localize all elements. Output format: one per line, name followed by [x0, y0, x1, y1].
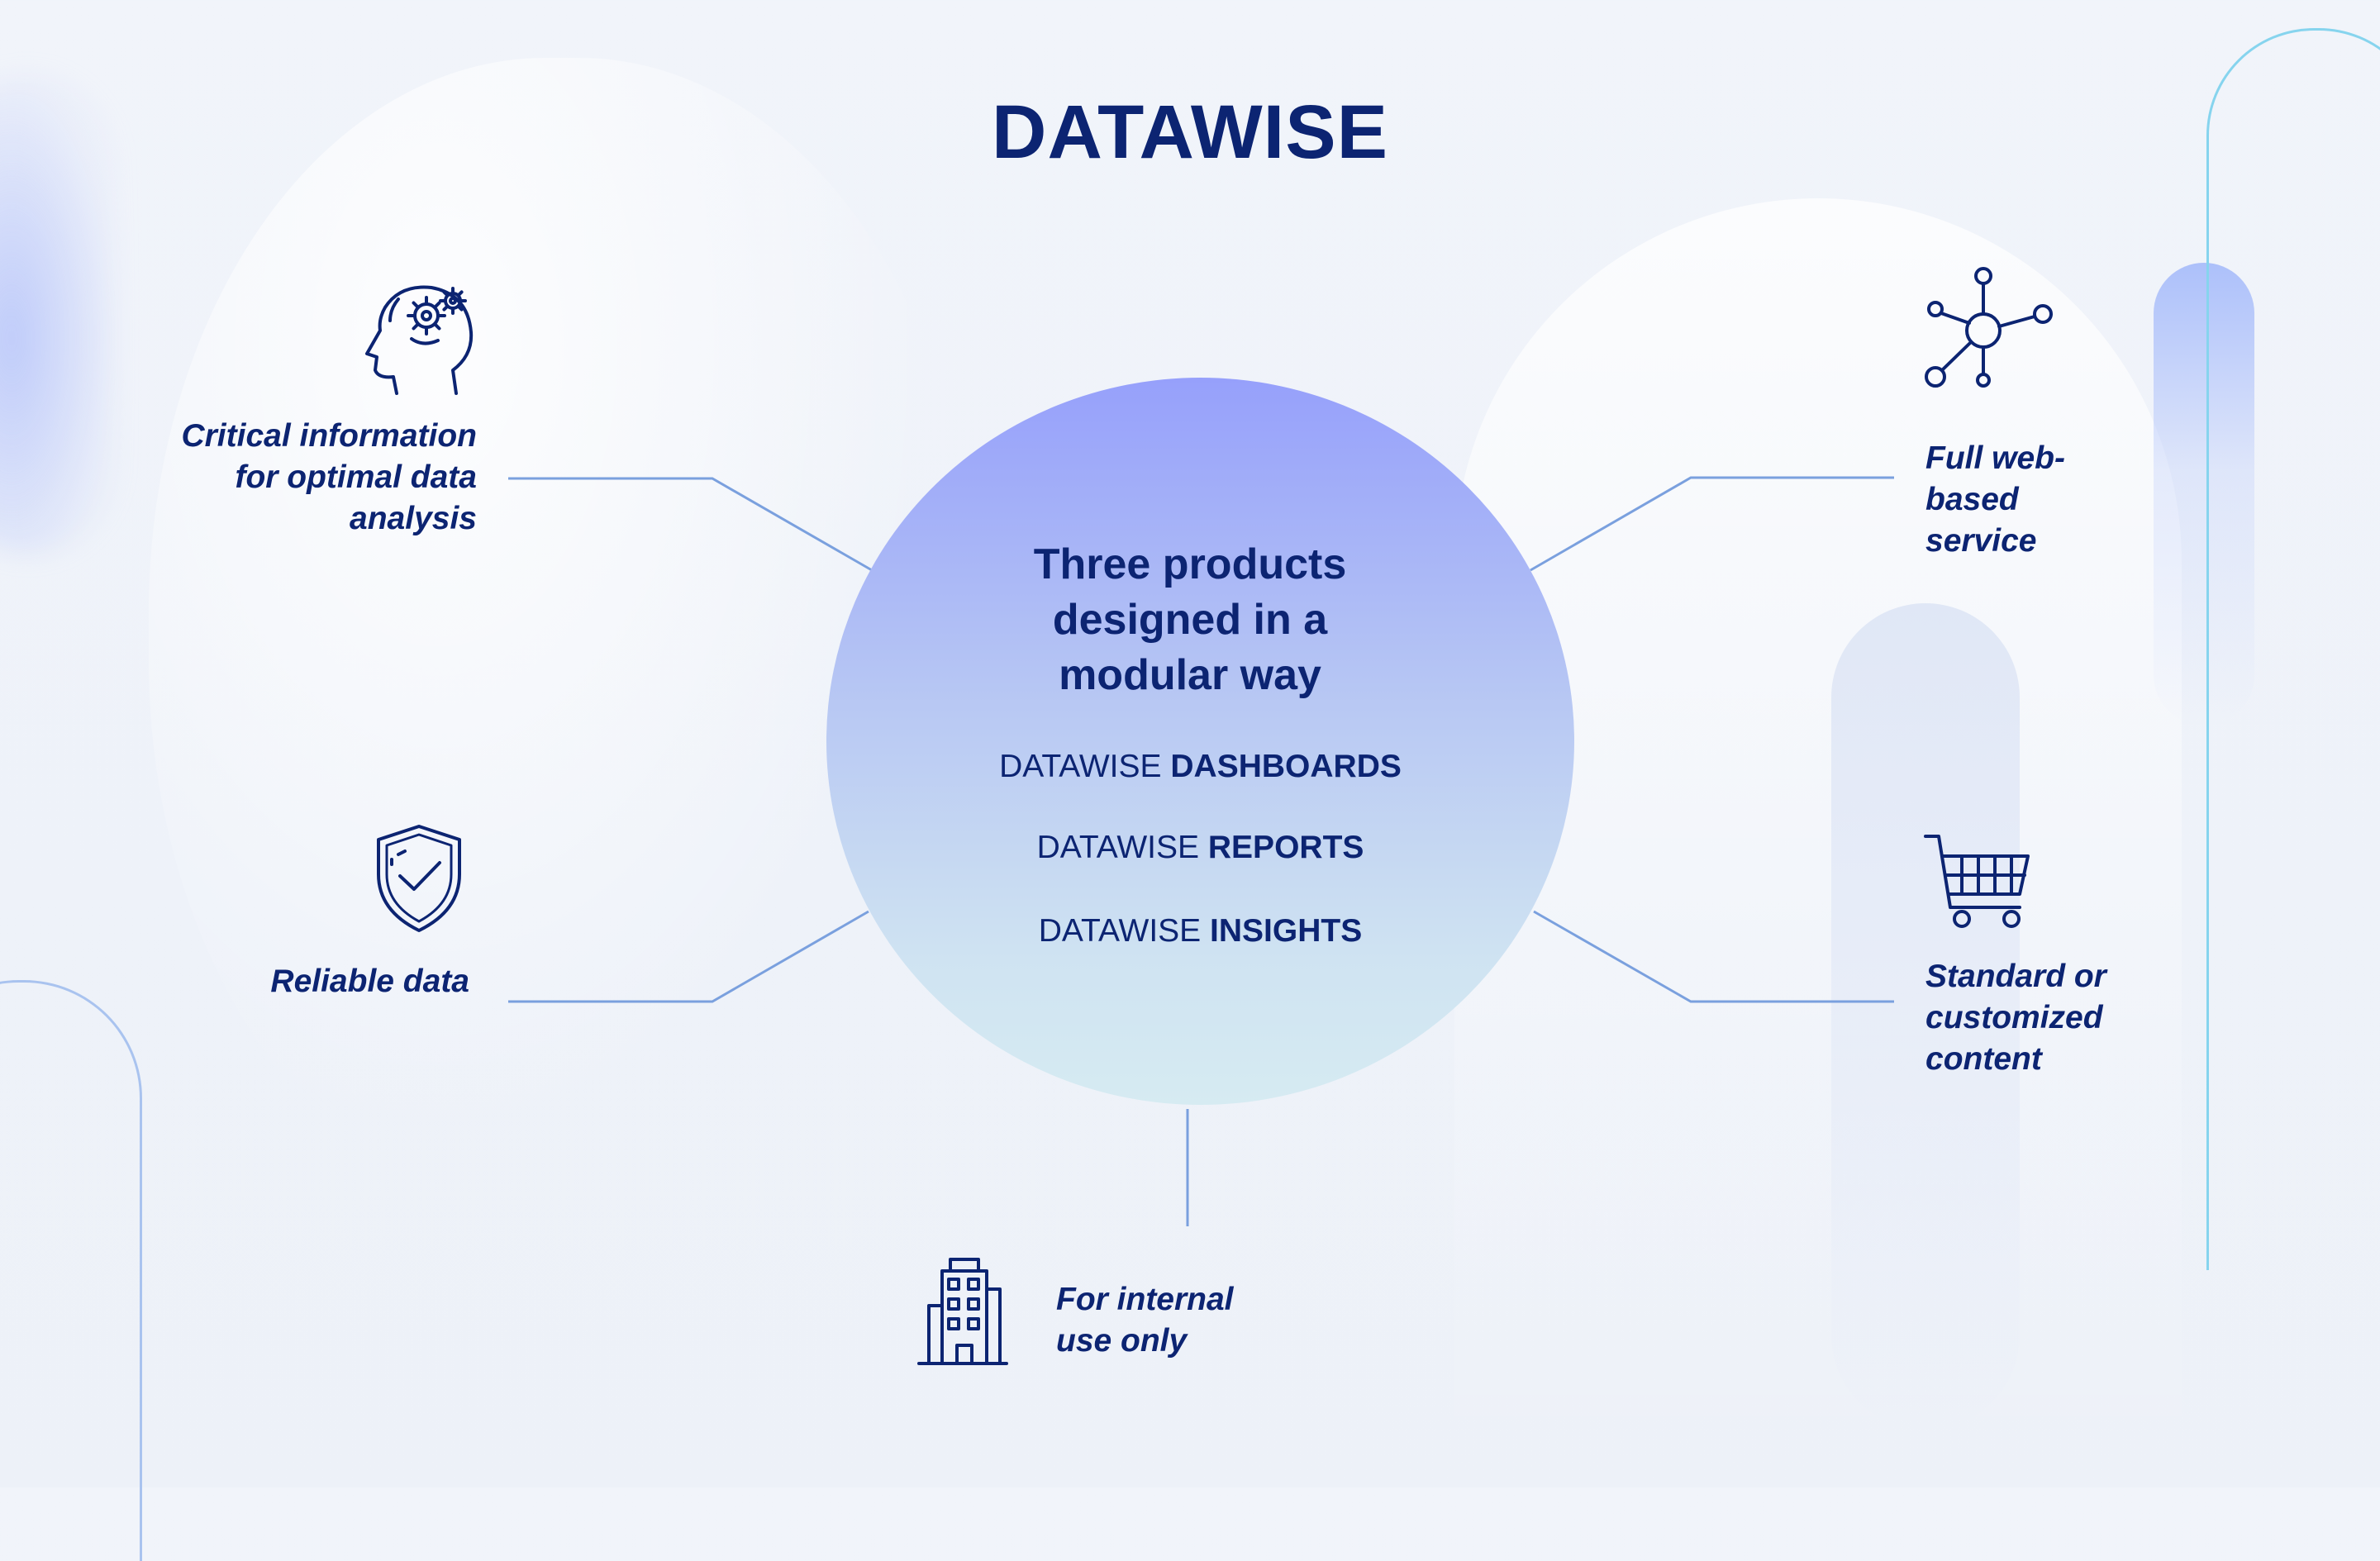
center-heading-line: modular way: [1059, 651, 1321, 699]
slide-canvas: DATAWISE Three products designed in a mo…: [0, 28, 2380, 1561]
feature-label-line: service: [1925, 523, 2037, 559]
feature-web-service-label: Full web- based service: [1925, 438, 2198, 562]
feature-label-line: Full web-: [1925, 440, 2065, 476]
center-heading-line: designed in a: [1052, 596, 1328, 644]
network-hub-icon: [1919, 263, 2059, 395]
connector-custom-content: [1533, 910, 1894, 1003]
feature-label-line: use only: [1056, 1323, 1188, 1359]
feature-label-line: content: [1925, 1041, 2042, 1077]
feature-label-line: Reliable data: [270, 964, 469, 999]
connector-reliable-data: [508, 910, 869, 1003]
office-building-icon: [917, 1256, 1008, 1365]
page-title: DATAWISE: [992, 90, 1388, 174]
product-name: INSIGHTS: [1210, 913, 1363, 949]
center-heading-line: Three products: [1033, 540, 1347, 588]
feature-label-line: analysis: [350, 501, 477, 536]
product-reports: DATAWISE REPORTS: [826, 830, 1574, 866]
center-heading: Three products designed in a modular way: [909, 537, 1471, 703]
product-prefix: DATAWISE: [999, 749, 1162, 784]
product-insights: DATAWISE INSIGHTS: [826, 913, 1574, 949]
product-prefix: DATAWISE: [1036, 830, 1200, 865]
feature-label-line: customized: [1925, 1000, 2103, 1035]
feature-reliable-data-label: Reliable data: [107, 961, 469, 1002]
product-prefix: DATAWISE: [1038, 913, 1202, 949]
feature-custom-content-label: Standard or customized content: [1925, 956, 2273, 1080]
connector-web-service: [1530, 476, 1894, 572]
center-circle: [826, 378, 1574, 1105]
feature-label-line: for optimal data: [235, 459, 477, 495]
feature-label-line: Critical information: [181, 418, 477, 454]
head-gears-icon: [357, 273, 481, 397]
feature-label-line: Standard or: [1925, 959, 2106, 994]
product-name: REPORTS: [1207, 830, 1364, 865]
connector-critical-info: [508, 477, 873, 572]
connector-lines: [508, 476, 1894, 1226]
shopping-cart-icon: [1922, 831, 2033, 930]
feature-internal-use-label: For internal use only: [1056, 1279, 1387, 1362]
feature-label-line: based: [1925, 482, 2019, 517]
product-dashboards: DATAWISE DASHBOARDS: [826, 749, 1574, 785]
product-name: DASHBOARDS: [1170, 749, 1402, 784]
feature-critical-info-label: Critical information for optimal data an…: [107, 416, 477, 540]
feature-label-line: For internal: [1056, 1282, 1234, 1317]
shield-check-icon: [370, 823, 468, 934]
